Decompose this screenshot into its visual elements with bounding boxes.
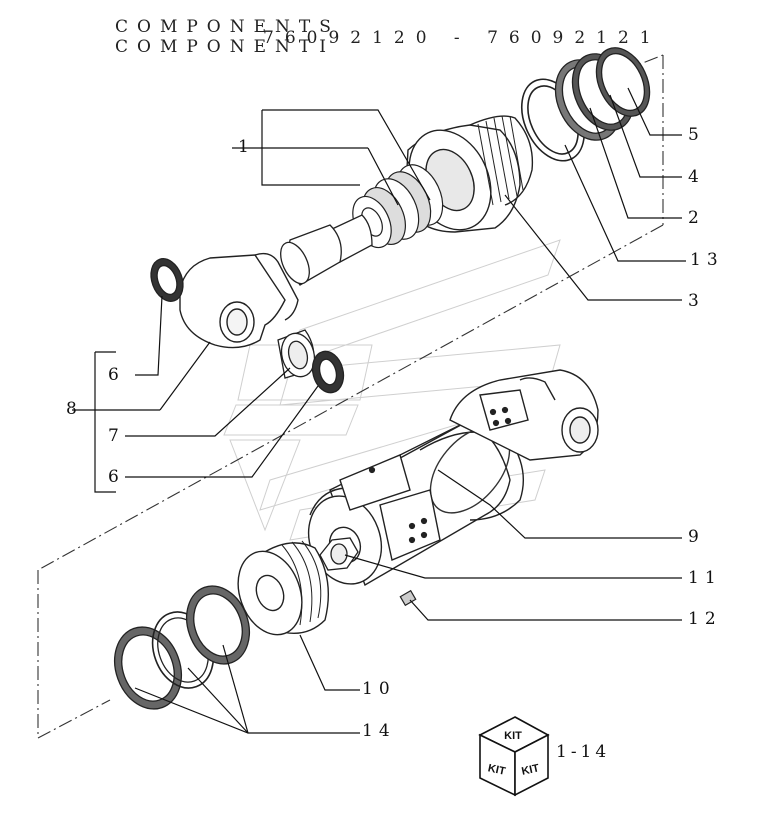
clevis-end [449, 369, 599, 461]
rod-seal-stack [352, 164, 444, 249]
callout-3: 3 [688, 291, 705, 311]
piston-rod [280, 214, 373, 286]
trunnion-mount [339, 454, 441, 561]
header-title-2: COMPONENTI [115, 37, 335, 57]
rod-eye-seal [150, 258, 184, 302]
callout-7: 7 [108, 426, 125, 446]
callout-11: 11 [688, 568, 722, 588]
grub-screw [399, 589, 417, 607]
kit-text-top: KIT [504, 730, 522, 742]
bushing-seal [311, 350, 345, 394]
kit-text-left: KIT [487, 762, 507, 777]
kit-text-right: KIT [520, 762, 540, 777]
bushing [277, 329, 316, 379]
callout-8: 8 [66, 399, 83, 419]
leader-lines [72, 87, 686, 734]
header-part-numbers: 76092120 - 76092121 [263, 28, 662, 48]
piston-ring-a [114, 626, 182, 710]
rod-eye [179, 252, 299, 349]
ring-5 [595, 47, 651, 117]
piston-ring-c [186, 585, 250, 665]
callout-2: 2 [688, 208, 705, 228]
callout-14: 14 [362, 721, 396, 741]
header-title-1: COMPONENTS [115, 17, 340, 37]
piston-nut [319, 537, 359, 571]
callout-12: 12 [688, 609, 722, 629]
callout-5: 5 [688, 125, 705, 145]
callout-10: 10 [362, 679, 396, 699]
callout-1: 1 [238, 137, 255, 157]
callout-13: 13 [690, 250, 724, 270]
callout-9: 9 [688, 527, 705, 547]
piston [237, 540, 330, 636]
callout-6-bottom: 6 [108, 467, 125, 487]
kit-icon [478, 716, 550, 797]
callout-6-top: 6 [108, 365, 125, 385]
kit-range-label: 1-14 [556, 742, 611, 762]
callout-4: 4 [688, 167, 705, 187]
